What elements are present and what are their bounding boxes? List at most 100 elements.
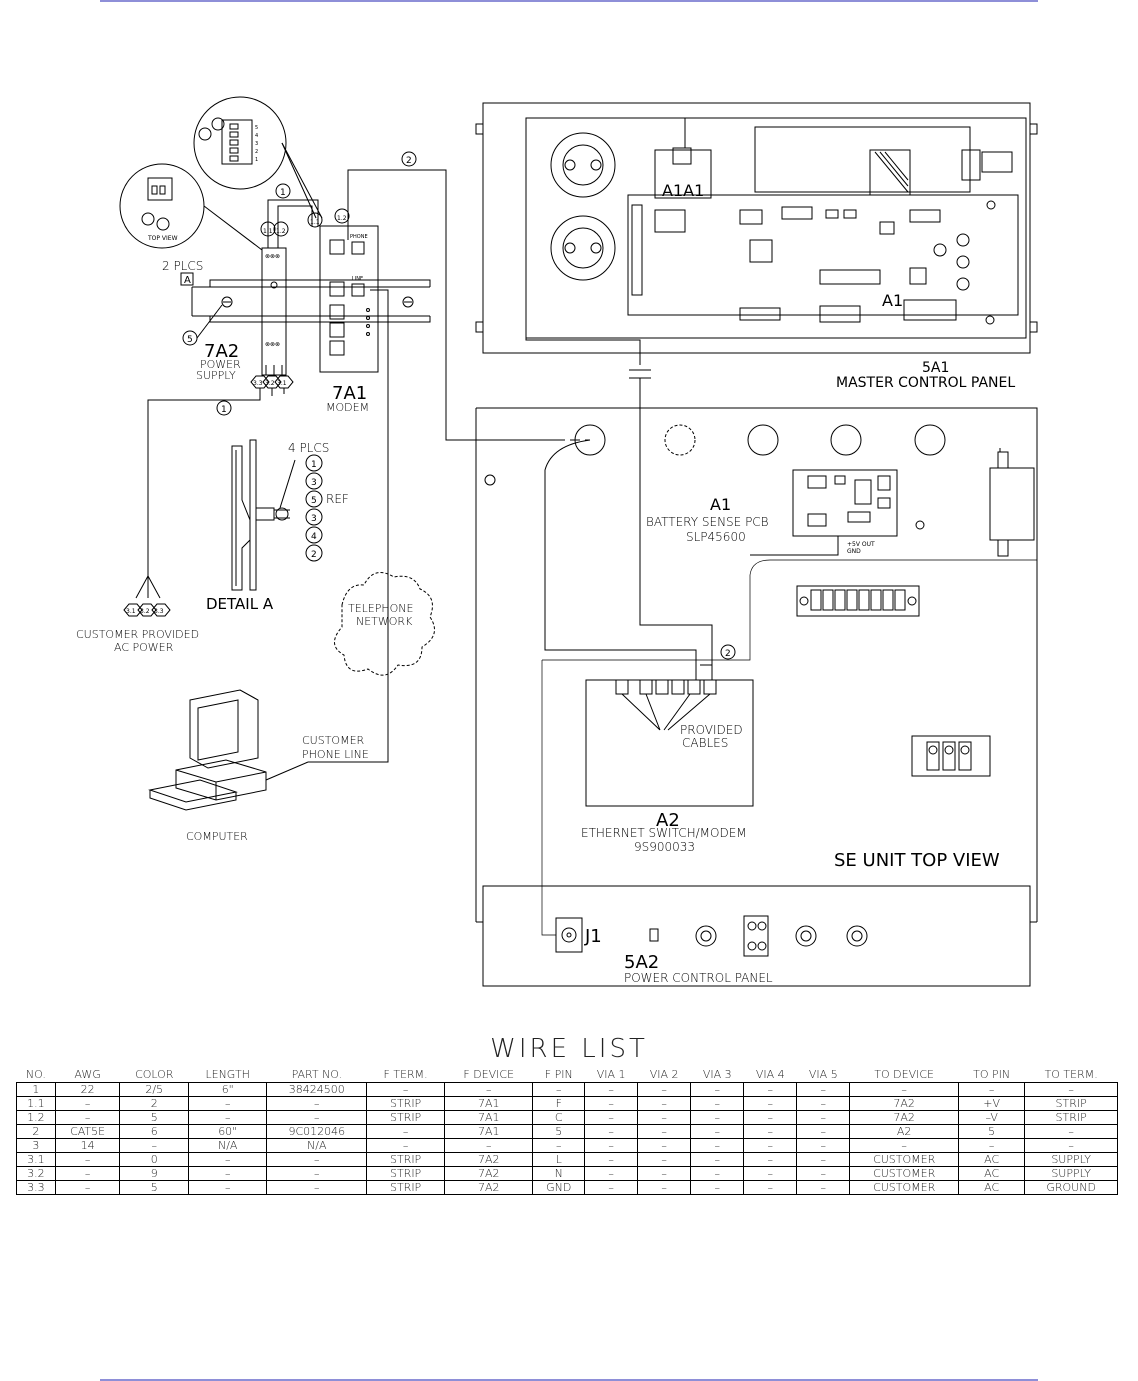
svg-text:2: 2 xyxy=(255,149,258,155)
table-cell: GROUND xyxy=(1024,1180,1118,1195)
table-cell: 9C012046 xyxy=(266,1124,368,1139)
table-cell: – xyxy=(54,1152,121,1167)
svg-text:3: 3 xyxy=(311,514,317,524)
table-cell: 6 xyxy=(119,1124,190,1139)
table-cell: – xyxy=(584,1152,639,1167)
table-cell: C xyxy=(532,1110,586,1125)
ac-power-label-2: AC POWER xyxy=(114,641,174,654)
table-cell: GND xyxy=(532,1180,586,1195)
table-cell: – xyxy=(54,1180,121,1195)
pcp-ref: 5A2 xyxy=(624,952,659,973)
table-cell: AC xyxy=(958,1166,1026,1181)
wire-list-header-row: NO. AWG COLOR LENGTH PART NO. F TERM. F … xyxy=(17,1068,1118,1083)
computer-label: COMPUTER xyxy=(186,830,248,843)
table-cell: STRIP xyxy=(366,1180,446,1195)
table-cell: STRIP xyxy=(366,1110,446,1125)
table-cell: 1 xyxy=(16,1082,56,1097)
col-part-no: PART NO. xyxy=(291,1068,343,1081)
table-cell: – xyxy=(637,1110,692,1125)
col-via-5: VIA 5 xyxy=(808,1068,838,1081)
computer-icon xyxy=(148,689,309,811)
table-cell: STRIP xyxy=(1024,1110,1118,1125)
svg-text:3.1: 3.1 xyxy=(277,380,287,387)
modem-ref: 7A1 xyxy=(332,383,367,404)
col-length: LENGTH xyxy=(205,1068,250,1081)
table-cell: 3 xyxy=(16,1138,56,1153)
provided-cables-2: CABLES xyxy=(682,736,728,750)
table-cell: – xyxy=(743,1096,798,1111)
table-cell: – xyxy=(743,1180,798,1195)
svg-text:5: 5 xyxy=(311,496,317,506)
ac-power-label-1: CUSTOMER PROVIDED xyxy=(76,628,199,641)
svg-text:1: 1 xyxy=(280,188,286,198)
table-cell: SUPPLY xyxy=(1024,1166,1118,1181)
table-cell: N xyxy=(532,1166,586,1181)
table-cell: L xyxy=(532,1152,586,1167)
svg-text:2: 2 xyxy=(406,156,412,166)
table-cell: – xyxy=(637,1152,692,1167)
callout-2-switch xyxy=(720,644,736,660)
table-cell: 0 xyxy=(119,1152,190,1167)
terminal-block-3 xyxy=(911,735,991,777)
svg-text:GND: GND xyxy=(847,548,861,555)
table-cell: – xyxy=(366,1082,446,1097)
pcp-name: POWER CONTROL PANEL xyxy=(624,971,773,985)
svg-text:3.2: 3.2 xyxy=(265,380,275,387)
svg-text:3: 3 xyxy=(311,478,317,488)
svg-text:3.2: 3.2 xyxy=(140,608,150,615)
svg-text:5: 5 xyxy=(187,335,193,345)
bsp-part: SLP45600 xyxy=(686,530,746,544)
table-cell: STRIP xyxy=(366,1152,446,1167)
svg-text:2: 2 xyxy=(311,550,317,560)
table-cell: 5 xyxy=(958,1124,1026,1139)
table-cell: CAT5E xyxy=(54,1124,121,1139)
table-cell: 2 xyxy=(119,1096,190,1111)
mcp-ref: 5A1 xyxy=(922,360,949,376)
table-cell: – xyxy=(796,1152,851,1167)
table-cell: – xyxy=(849,1138,960,1153)
svg-text:3: 3 xyxy=(255,141,258,147)
col-no: NO. xyxy=(25,1068,46,1081)
table-cell: – xyxy=(796,1124,851,1139)
se-unit-enclosure xyxy=(475,407,1038,936)
svg-text:1: 1 xyxy=(221,405,227,415)
table-cell: F xyxy=(532,1096,586,1111)
svg-text:1.2: 1.2 xyxy=(337,215,347,222)
table-cell: – xyxy=(743,1152,798,1167)
table-cell: N/A xyxy=(188,1138,268,1153)
col-to-term: TO TERM. xyxy=(1044,1068,1098,1081)
table-cell: 9 xyxy=(119,1166,190,1181)
table-cell: 22 xyxy=(54,1082,121,1097)
table-cell: 7A1 xyxy=(444,1110,534,1125)
table-cell: N/A xyxy=(266,1138,368,1153)
table-cell: – xyxy=(444,1138,534,1153)
table-cell: – xyxy=(366,1124,446,1139)
mcp-name: MASTER CONTROL PANEL xyxy=(836,375,1015,391)
table-cell: STRIP xyxy=(1024,1096,1118,1111)
table-cell: – xyxy=(796,1166,851,1181)
col-to-pin: TO PIN xyxy=(973,1068,1011,1081)
power-supply-name-2: SUPPLY xyxy=(196,369,236,382)
table-cell: 3.1 xyxy=(16,1152,56,1167)
table-cell: 1.1 xyxy=(16,1096,56,1111)
svg-text:⊗⊗⊗: ⊗⊗⊗ xyxy=(265,341,280,348)
bsp-name: BATTERY SENSE PCB xyxy=(646,515,769,529)
table-cell: CUSTOMER xyxy=(849,1166,960,1181)
bottom-rule xyxy=(100,1379,1038,1381)
table-cell: – xyxy=(119,1138,190,1153)
table-cell: – xyxy=(690,1124,745,1139)
table-cell: SUPPLY xyxy=(1024,1152,1118,1167)
table-cell: 14 xyxy=(54,1138,121,1153)
es-ref: A2 xyxy=(656,810,680,831)
table-cell: – xyxy=(637,1096,692,1111)
din-rail xyxy=(191,279,431,323)
table-cell: –V xyxy=(958,1110,1026,1125)
table-cell: – xyxy=(958,1082,1026,1097)
wiring-diagram: 5 4 3 2 1 TOP VIEW A 2 PLCS 5 ⊗⊗⊗ ⊗⊗⊗ xyxy=(76,96,1038,987)
a1-label: A1 xyxy=(882,291,903,310)
svg-text:1: 1 xyxy=(311,460,317,470)
power-supply-ref: 7A2 xyxy=(204,341,239,362)
